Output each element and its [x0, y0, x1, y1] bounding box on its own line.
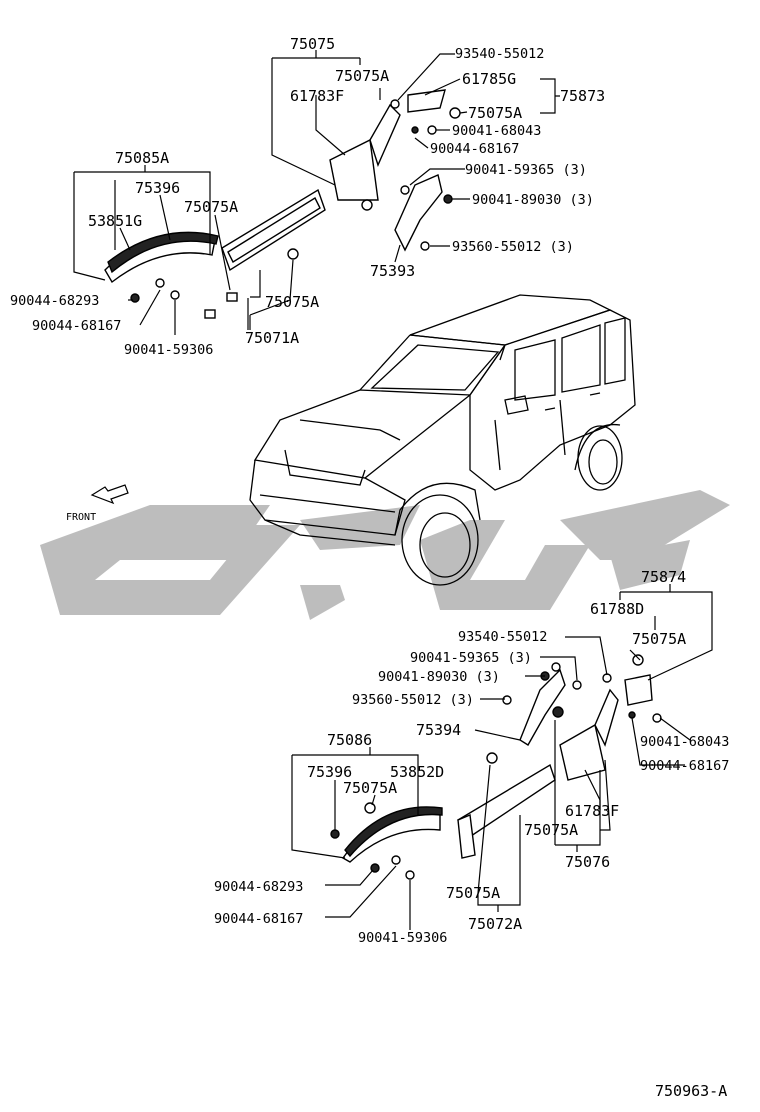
part-label: 75086: [327, 731, 372, 749]
screw-icon: [502, 695, 512, 705]
part-label: 75075A: [524, 821, 578, 839]
part-label: 93560-55012 (3): [452, 239, 574, 255]
part-label: 90041-59306: [358, 930, 447, 946]
rear-door-moulding-end: [457, 813, 476, 859]
clip-icon: [632, 654, 644, 666]
screw-icon: [572, 680, 582, 690]
part-label: 90044-68167: [640, 758, 729, 774]
part-label: 90044-68167: [214, 911, 303, 927]
part-label: 75076: [565, 853, 610, 871]
part-label: 53851G: [88, 212, 142, 230]
part-label: 75075A: [343, 779, 397, 797]
part-label: 75075A: [468, 104, 522, 122]
part-label: 75075: [290, 35, 335, 53]
clip-icon: [486, 752, 498, 764]
mudguard-front: [394, 174, 443, 252]
rear-door-moulding: [329, 138, 379, 201]
part-label: 61783F: [290, 87, 344, 105]
mudguard-rear: [519, 668, 566, 746]
screw-icon: [420, 241, 430, 251]
front-label: FRONT: [66, 512, 96, 523]
screw-icon: [652, 713, 662, 723]
part-label: 75075A: [184, 198, 238, 216]
part-label: 61783F: [565, 802, 619, 820]
quarter-moulding: [369, 103, 401, 167]
clip-icon: [411, 126, 419, 134]
front-fender-moulding: [107, 231, 219, 274]
part-label: 53852D: [390, 763, 444, 781]
rear-fender-moulding: [344, 806, 443, 858]
rear-wheel-opening-moulding: [407, 89, 446, 113]
part-label: 75072A: [468, 915, 522, 933]
part-label: 90044-68293: [214, 879, 303, 895]
part-label: 75075A: [265, 293, 319, 311]
part-label: 90041-59365 (3): [465, 162, 587, 178]
part-label: 93540-55012: [455, 46, 544, 62]
diagram-id: 750963-A: [655, 1082, 727, 1100]
clip-icon: [449, 107, 461, 119]
logo-watermark-icon: [40, 490, 730, 620]
front-arrow-icon: [90, 484, 129, 505]
part-label: 75075A: [335, 67, 389, 85]
clip-icon: [330, 829, 340, 839]
car-illustration: [249, 294, 636, 586]
part-label: 90044-68293: [10, 293, 99, 309]
clip-icon: [204, 309, 216, 319]
part-label: 75075A: [446, 884, 500, 902]
part-label: 75874: [641, 568, 686, 586]
part-label: 90041-68043: [452, 123, 541, 139]
part-label: 61788D: [590, 600, 644, 618]
part-label: 75085A: [115, 149, 169, 167]
screw-icon: [427, 125, 437, 135]
part-label: 75393: [370, 262, 415, 280]
part-labels: 75075 75075A 61783F 93540-55012 61785G 7…: [10, 35, 729, 1100]
part-label: 75075A: [632, 630, 686, 648]
clip-icon: [287, 248, 299, 260]
part-label: 90044-68167: [32, 318, 121, 334]
part-label: 75396: [307, 763, 352, 781]
front-door-moulding-inner: [227, 197, 321, 263]
part-label: 90041-89030 (3): [472, 192, 594, 208]
leader-lines-bottom: [291, 584, 713, 930]
part-label: 90041-59306: [124, 342, 213, 358]
screw-icon: [405, 870, 415, 880]
part-label: 90041-68043: [640, 734, 729, 750]
clip-icon: [443, 194, 453, 204]
part-label: 90041-59365 (3): [410, 650, 532, 666]
quarter-panel-moulding: [559, 723, 606, 781]
clip-icon: [364, 802, 376, 814]
clip-icon: [552, 706, 564, 718]
quarter-moulding-upper: [594, 688, 619, 747]
leader-lines-top: [73, 50, 560, 335]
clip-icon: [628, 711, 636, 719]
clip-icon: [155, 278, 165, 288]
clip-icon: [226, 292, 238, 302]
part-label: 93560-55012 (3): [352, 692, 474, 708]
front-direction-indicator: FRONT: [66, 484, 129, 523]
part-label: 75394: [416, 721, 461, 739]
screw-icon: [602, 673, 612, 683]
part-label: 61785G: [462, 70, 516, 88]
clip-icon: [361, 199, 373, 211]
part-label: 75873: [560, 87, 605, 105]
clip-icon: [130, 293, 140, 303]
screw-icon: [390, 99, 400, 109]
rear-wheel-opening-moulding-rh: [624, 674, 653, 706]
screw-icon: [170, 290, 180, 300]
clip-icon: [391, 855, 401, 865]
screw-icon: [400, 185, 410, 195]
part-label: 75396: [135, 179, 180, 197]
part-label: 93540-55012: [458, 629, 547, 645]
part-label: 90044-68167: [430, 141, 519, 157]
part-label: 75071A: [245, 329, 299, 347]
part-label: 90041-89030 (3): [378, 669, 500, 685]
screw-icon: [551, 662, 561, 672]
